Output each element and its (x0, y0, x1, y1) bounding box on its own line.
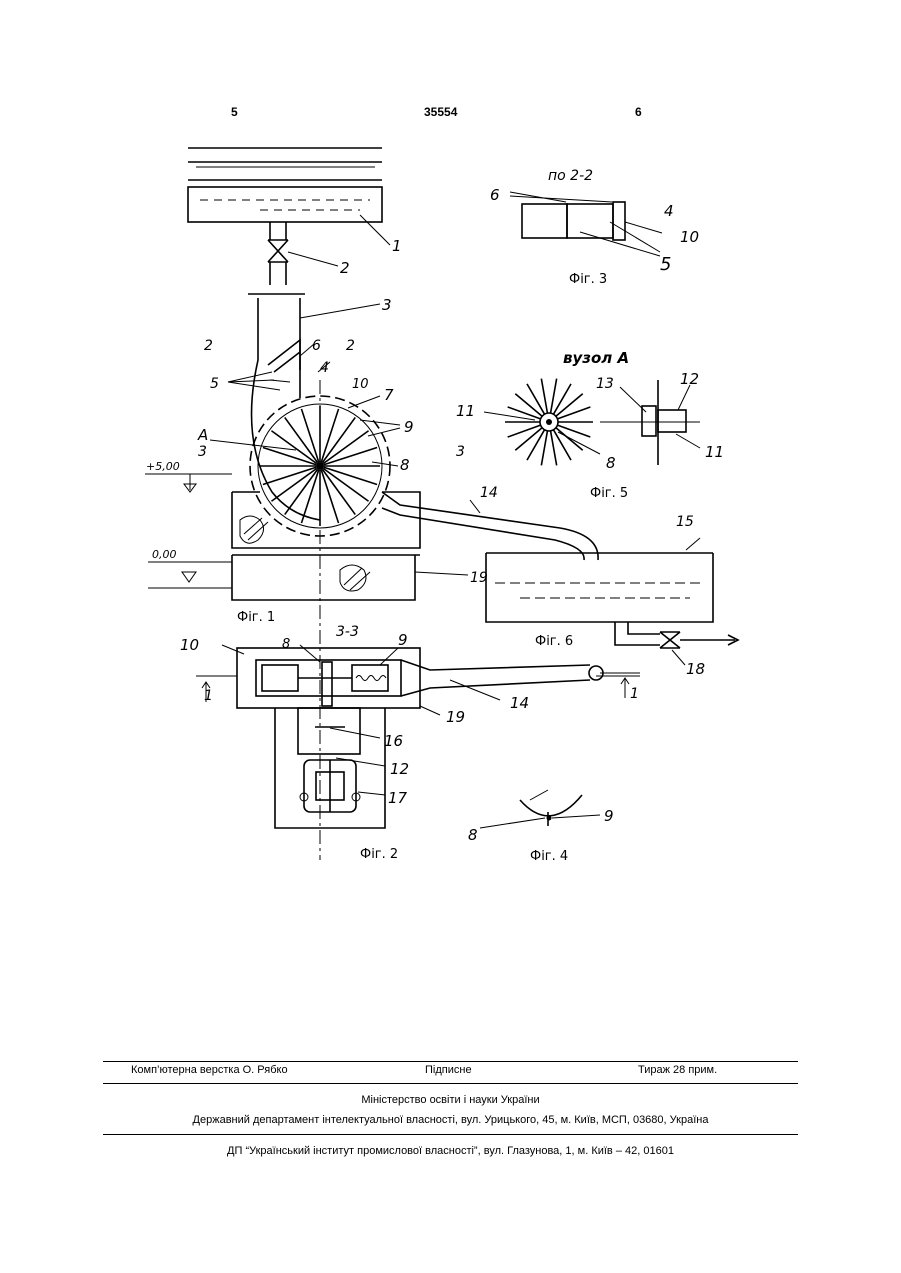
section-marker-left: 2 (204, 338, 213, 354)
imprint-department: Державний департамент інтелектуальної вл… (103, 1114, 798, 1126)
imprint-circulation: Тираж 28 прим. (638, 1064, 717, 1076)
section3-marker-left: 3 (198, 444, 207, 460)
fig3-section (510, 192, 662, 256)
node-spoke (556, 394, 583, 416)
fig3-ref-5: 5 (660, 254, 671, 275)
fig3-ref-4: 4 (664, 202, 674, 220)
ref-19: 19 (470, 570, 488, 586)
ref-2: 2 (340, 259, 350, 277)
fig2-ref-19: 19 (446, 708, 465, 726)
node-spoke (541, 379, 547, 413)
imprint-rule-top (103, 1061, 798, 1062)
node-spoke (541, 431, 547, 465)
node-a-label: вузол А (563, 349, 629, 367)
fig2-ref-14: 14 (510, 694, 529, 712)
fig2-caption: Фіг. 2 (360, 847, 398, 862)
fig2-ref-16: 16 (384, 732, 403, 750)
ref-5: 5 (210, 376, 219, 392)
fig2-section (196, 648, 640, 828)
section-2-2-label: по 2-2 (548, 168, 593, 184)
node-spoke (551, 431, 557, 465)
fig6-ref-18: 18 (686, 660, 705, 678)
fig2-ref-12: 12 (390, 760, 409, 778)
section3-marker-right: 3 (456, 444, 465, 460)
node-spoke (551, 379, 557, 413)
section-3-3-label: 3-3 (336, 624, 359, 640)
section-marker-right: 2 (346, 338, 355, 354)
level-zero-label: 0,00 (152, 548, 177, 561)
fig4-bucket (480, 790, 600, 828)
fig2-ref-10: 10 (180, 636, 199, 654)
node-spoke (527, 384, 545, 414)
ref-14: 14 (480, 485, 498, 501)
imprint-ministry: Міністерство освіти і науки України (103, 1094, 798, 1106)
fig5-ref-12: 12 (680, 370, 699, 388)
node-spoke (557, 407, 590, 419)
fig4-caption: Фіг. 4 (530, 849, 568, 864)
ref-4: 4 (320, 360, 329, 376)
fig5-ref-13: 13 (596, 376, 614, 392)
fig1-caption: Фіг. 1 (237, 610, 275, 625)
node-spoke (527, 430, 545, 460)
fig1-upper-reservoir (188, 148, 382, 285)
fig2-ref-8: 8 (282, 637, 290, 652)
imprint-rule-middle (103, 1083, 798, 1084)
node-a-marker: А (197, 426, 208, 444)
node-spoke (557, 425, 590, 437)
fig1-chute-and-wheel (248, 294, 390, 860)
fig3-caption: Фіг. 3 (569, 272, 607, 287)
node-spoke (554, 384, 572, 414)
fig4-ref-9: 9 (604, 807, 614, 825)
fig2-ref-9: 9 (398, 631, 408, 649)
fig3-ref-6: 6 (490, 186, 500, 204)
node-spoke (556, 428, 583, 450)
fig6-caption: Фіг. 6 (535, 634, 573, 649)
node-spoke (508, 407, 541, 419)
imprint-rule-bottom (103, 1134, 798, 1135)
imprint-signed: Підписне (425, 1064, 472, 1076)
fig3-ref-10: 10 (680, 228, 699, 246)
node-spoke (515, 394, 542, 416)
ref-1: 1 (392, 237, 402, 255)
fig5-ref-11-right: 11 (705, 443, 724, 461)
node-spoke (508, 425, 541, 437)
level-plus-label: +5,00 (146, 460, 180, 473)
section1-marker-right: 1 (630, 686, 639, 702)
fig5-caption: Фіг. 5 (590, 486, 628, 501)
fig2-ref-17: 17 (388, 789, 408, 807)
fig4-ref-8: 8 (468, 826, 478, 844)
ref-15: 15 (676, 514, 694, 530)
fig5-ref-8: 8 (606, 454, 616, 472)
imprint-institute: ДП “Український інститут промислової вла… (103, 1145, 798, 1157)
ref-3: 3 (382, 296, 392, 314)
section1-marker-left: 1 (204, 688, 213, 704)
ref-8: 8 (400, 456, 410, 474)
imprint-layout: Комп’ютерна верстка О. Рябко (131, 1064, 288, 1076)
ref-7: 7 (384, 386, 394, 404)
fig5-ref-11-left: 11 (456, 402, 475, 420)
node-spoke (515, 428, 542, 450)
ref-10: 10 (352, 377, 369, 392)
ref-9: 9 (404, 418, 414, 436)
ref-6: 6 (312, 338, 321, 354)
